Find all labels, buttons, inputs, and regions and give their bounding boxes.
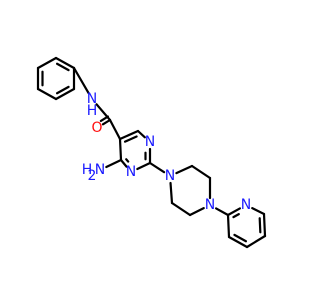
bond-layer: [36, 56, 267, 249]
bond-pip_n4-py_c2: [215, 207, 230, 217]
bond-pip_c2-pip_c3: [190, 164, 212, 180]
atom-label-pyr_n3: N: [126, 164, 136, 180]
bond-pyr_c4-amino_n: [105, 158, 123, 169]
bond-pyr_c6-pyr_n1: [136, 129, 146, 139]
bond-py_c2-py_n1-inner: [232, 213, 240, 219]
bond-py_c6-py_c5: [262, 212, 267, 238]
bond-py_c4-py_c3: [227, 235, 249, 249]
atom-label-pip_n4: N: [205, 197, 215, 213]
atom-pip_n1: N: [165, 168, 175, 184]
atom-carbonyl_o: O: [91, 120, 102, 136]
atom-label-amino_sub2: 2: [88, 168, 97, 184]
bond-ph6-ph1: [36, 56, 58, 70]
atom-label-pip_n1: N: [165, 168, 175, 184]
atom-label-amide_n: N: [87, 91, 97, 107]
bond-pip_n4-pip_c5: [188, 207, 205, 217]
bond-ph3-ph4-inner: [55, 85, 70, 95]
atom-pip_n4: N: [205, 197, 215, 213]
atom-label-amino_n: N: [95, 162, 105, 178]
atom-pyr_n3: N: [126, 164, 136, 180]
bond-ph3-ph4: [54, 87, 76, 101]
bond-pyr_n3-pyr_c4-inner: [125, 158, 130, 163]
bond-pyr_c2-pyr_n3: [136, 161, 152, 171]
bond-pyr_n3-pyr_c4: [119, 158, 128, 168]
atom-amino_sub2: 2: [88, 168, 97, 184]
bond-ph5-ph6: [54, 56, 76, 70]
bond-pip_c5-pip_c6: [170, 201, 192, 217]
bond-py_n1-py_c6: [251, 207, 266, 216]
bond-carbonyl_c-pyr_c5: [108, 118, 122, 141]
bond-py_c5-py_c4: [245, 234, 267, 249]
bond-carbonyl_c-carbonyl_o: [101, 118, 112, 126]
bond-py_c2-py_n1: [226, 207, 241, 217]
atom-label-carbonyl_o: O: [91, 120, 102, 136]
bond-ph5-ph6-inner: [55, 62, 70, 72]
atom-label-pyr_n1: N: [145, 134, 155, 150]
bond-pip_n1-pip_c2: [175, 164, 194, 175]
bond-ph5-amide_n: [72, 66, 90, 95]
bond-py_c4-py_c3-inner: [233, 233, 248, 243]
atom-label-py_n1: N: [241, 197, 251, 213]
bond-ph2-ph3: [36, 87, 58, 101]
atom-py_n1: N: [241, 197, 251, 213]
atom-amino_n: N: [95, 162, 105, 178]
atom-label-amino_h2: H: [82, 162, 93, 178]
bond-py_c6-py_c5-inner: [258, 217, 262, 234]
atom-amide_n: N: [87, 91, 97, 107]
atom-amide_h: H: [87, 103, 98, 119]
atom-amino_h2: H: [82, 162, 93, 178]
bond-pyr_c5-pyr_c6-inner: [123, 135, 138, 143]
bond-pyr_c4-pyr_c5: [118, 137, 123, 162]
bond-pyr_c5-pyr_c6: [118, 129, 140, 141]
atom-pyr_n1: N: [145, 134, 155, 150]
atom-label-amide_h: H: [87, 103, 98, 119]
bond-pyr_c2-pip_n1: [148, 161, 166, 174]
bond-py_c3-py_c2: [226, 213, 231, 239]
bond-pip_c6-pip_n1: [169, 181, 174, 205]
bond-carbonyl_c-carbonyl_o-second: [99, 115, 110, 123]
